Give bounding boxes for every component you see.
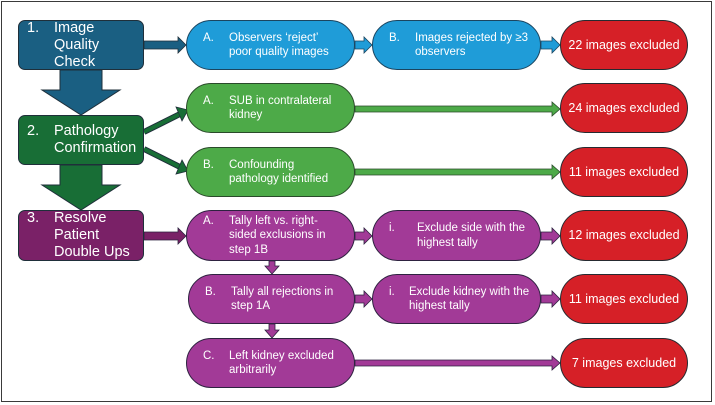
substep-marker: B. (203, 158, 214, 171)
arrow-3b-to-3c (264, 323, 280, 339)
step-1-box: 1. Image Quality Check (18, 20, 144, 70)
substep-text: Confounding pathology identified (229, 158, 329, 186)
substep-marker: C. (203, 349, 215, 362)
arrow-3a-to-3b (264, 260, 280, 275)
step-3-box: 3. Resolve Patient Double Ups (18, 210, 144, 261)
substep-text: Exclude kidney with the highest tally (409, 285, 530, 313)
substep-text: Left kidney excluded arbitrarily (229, 349, 334, 377)
step-2b-node: B. Confounding pathology identified (186, 147, 355, 197)
substep-marker: A. (203, 94, 214, 107)
arrow-step2-to-2a (142, 106, 189, 135)
step-2a-result: 24 images excluded (560, 83, 688, 133)
step-1a-node: A. Observers ‘reject’ poor quality images (186, 20, 355, 70)
arrow-2a-to-result (354, 101, 561, 117)
step-1-result: 22 images excluded (560, 20, 688, 70)
step-3b-node: B. Tally all rejections in step 1A (188, 274, 355, 324)
substep-marker: B. (389, 31, 400, 44)
arrow-step2-to-2b (142, 146, 189, 175)
substep-marker: B. (205, 285, 216, 298)
substep-text: Tally left vs. right-sided exclusions in… (229, 214, 326, 256)
arrow-3c-to-result (354, 355, 561, 371)
arrow-3a-to-3ai (354, 227, 373, 245)
step-number: 1. (27, 19, 40, 36)
step-3a-result: 12 images excluded (560, 210, 688, 261)
substep-text: SUB in contralateral kidney (229, 94, 332, 122)
step-2-box: 2. Pathology Confirmation (18, 115, 144, 165)
step-2b-result: 11 images excluded (560, 147, 688, 197)
arrow-1a-to-1b (354, 36, 373, 54)
step-3c-node: C. Left kidney excluded arbitrarily (186, 338, 355, 388)
step-3b-result: 11 images excluded (560, 274, 688, 324)
arrow-step2-to-step3 (40, 164, 122, 211)
arrow-step1-to-1a (143, 36, 187, 54)
arrow-3b-to-3bi (354, 290, 373, 308)
substep-text: Tally all rejections in step 1A (231, 285, 334, 313)
arrow-2b-to-result (354, 164, 561, 180)
step-label: Pathology Confirmation (54, 123, 137, 156)
step-1b-node: B. Images rejected by ≥3 observers (372, 20, 541, 70)
step-label: Image Quality Check (54, 19, 100, 70)
arrow-3bi-to-result (540, 290, 561, 308)
step-3a-i-node: i. Exclude side with the highest tally (372, 210, 541, 261)
step-3b-i-node: i. Exclude kidney with the highest tally (372, 274, 541, 324)
substep-text: Images rejected by ≥3 observers (415, 31, 529, 59)
arrow-3ai-to-result (540, 227, 561, 245)
substep-text: Exclude side with the highest tally (417, 222, 526, 249)
step-number: 3. (27, 210, 40, 226)
step-3a-node: A. Tally left vs. right-sided exclusions … (186, 210, 355, 261)
arrow-step3-to-3a (143, 227, 187, 245)
substep-marker: i. (389, 285, 395, 298)
arrow-1b-to-result (540, 36, 561, 54)
arrow-step1-to-step2 (40, 69, 122, 116)
step-2a-node: A. SUB in contralateral kidney (186, 83, 355, 133)
substep-marker: A. (203, 31, 214, 44)
step-label: Resolve Patient Double Ups (54, 210, 130, 260)
substep-marker: A. (203, 214, 214, 227)
substep-text: Observers ‘reject’ poor quality images (229, 31, 329, 59)
step-number: 2. (27, 123, 40, 139)
substep-marker: i. (389, 222, 395, 234)
step-3c-result: 7 images excluded (560, 338, 688, 388)
